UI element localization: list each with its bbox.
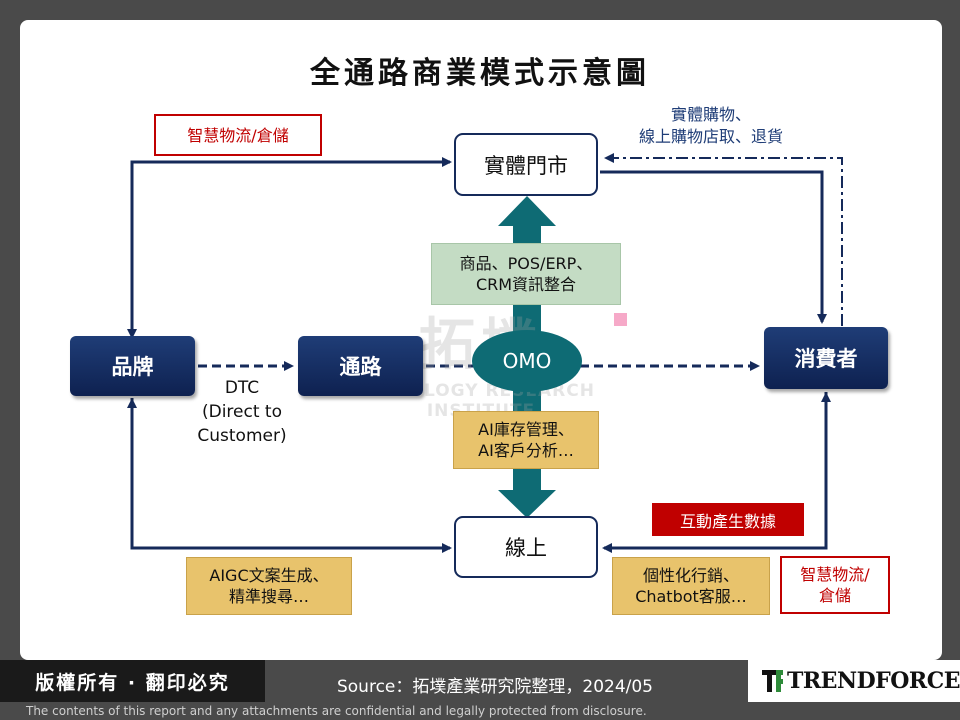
arrow-consumer-store-dashdot (604, 153, 843, 326)
label-aigc: AIGC文案生成、 精準搜尋… (186, 557, 352, 615)
node-store: 實體門市 (454, 133, 598, 196)
arrow-brand-store (130, 157, 452, 335)
label-logistics-top: 智慧物流/倉儲 (154, 114, 322, 156)
trendforce-mark-icon (762, 670, 784, 692)
pink-marker (614, 313, 627, 326)
node-consumer: 消費者 (764, 327, 888, 389)
diagram-title: 全通路商業模式示意圖 (310, 56, 650, 91)
label-ai: AI庫存管理、 AI客戶分析… (453, 411, 599, 469)
node-channel: 通路 (298, 336, 423, 396)
node-brand: 品牌 (70, 336, 195, 396)
node-omo: OMO (472, 330, 582, 392)
footer-copyright: 版權所有 · 翻印必究 (0, 660, 265, 702)
node-online: 線上 (454, 516, 598, 578)
label-pos-erp: 商品、POS/ERP、 CRM資訊整合 (431, 243, 621, 305)
label-logistics-bottom: 智慧物流/ 倉儲 (780, 556, 890, 614)
label-interaction-data: 互動產生數據 (652, 503, 804, 536)
label-store-purchase: 實體購物、 線上購物店取、退貨 (638, 105, 783, 146)
trendforce-logo: TRENDFORCE (748, 660, 960, 702)
footer-disclaimer: The contents of this report and any atta… (26, 704, 647, 718)
label-personal: 個性化行銷、 Chatbot客服… (612, 557, 770, 615)
arrow-store-consumer (600, 170, 827, 324)
footer-source: Source：拓墣產業研究院整理，2024/05 (336, 677, 653, 697)
label-dtc: DTC (Direct to Customer) (197, 378, 287, 446)
